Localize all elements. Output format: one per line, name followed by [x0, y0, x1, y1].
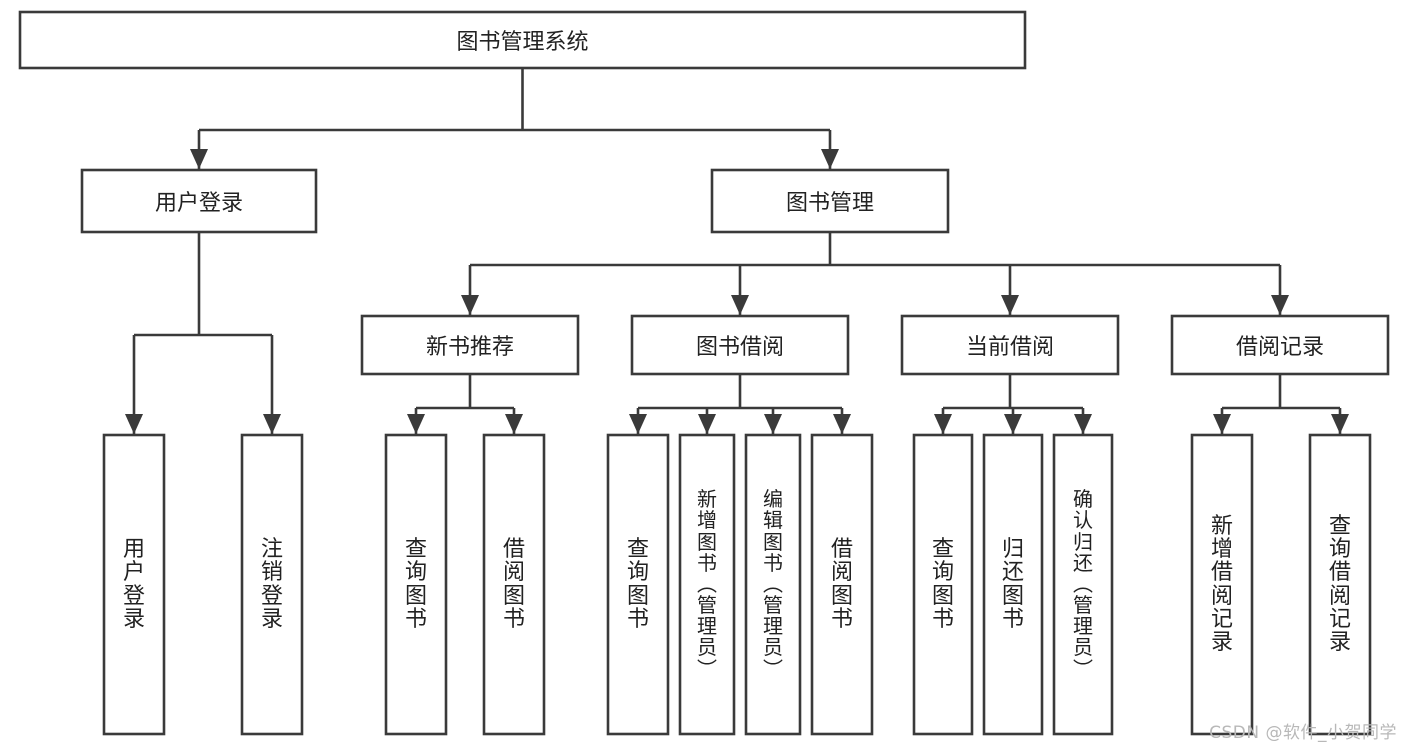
edge-arrowhead [698, 414, 716, 434]
edge-arrowhead [407, 414, 425, 434]
edge-arrowhead [629, 414, 647, 434]
node-box-leaf_confirm_return[interactable] [1052, 433, 1114, 736]
edge-arrowhead [731, 295, 749, 315]
node-box-leaf_edit_book[interactable] [744, 433, 802, 736]
node-box-current_borrow[interactable] [900, 314, 1120, 376]
edge-arrowhead [1001, 295, 1019, 315]
edge-arrowhead [1004, 414, 1022, 434]
edge-arrowhead [461, 295, 479, 315]
node-box-leaf_logout[interactable] [240, 433, 304, 736]
node-box-leaf_add_book[interactable] [678, 433, 736, 736]
edge-arrowhead [505, 414, 523, 434]
node-box-leaf_query_record[interactable] [1308, 433, 1372, 736]
node-box-leaf_query_book_3[interactable] [912, 433, 974, 736]
edge-arrowhead [821, 149, 839, 169]
edge-arrowhead [764, 414, 782, 434]
edge-arrowhead [125, 414, 143, 434]
edge-arrowhead [833, 414, 851, 434]
node-box-leaf_borrow_book_2[interactable] [810, 433, 874, 736]
node-box-book_manage[interactable] [710, 168, 950, 234]
node-box-leaf_add_record[interactable] [1190, 433, 1254, 736]
node-box-borrow_record[interactable] [1170, 314, 1390, 376]
edge-arrowhead [1271, 295, 1289, 315]
node-box-leaf_query_book_2[interactable] [606, 433, 670, 736]
node-box-book_borrow[interactable] [630, 314, 850, 376]
node-box-new_book_rec[interactable] [360, 314, 580, 376]
edge-arrowhead [1213, 414, 1231, 434]
node-box-leaf_borrow_book_1[interactable] [482, 433, 546, 736]
node-box-root[interactable] [18, 10, 1027, 70]
edge-arrowhead [934, 414, 952, 434]
edge-arrowhead [190, 149, 208, 169]
watermark-text: CSDN @软件_小贺同学 [1209, 723, 1397, 743]
edge-arrowhead [1074, 414, 1092, 434]
node-box-leaf_user_login[interactable] [102, 433, 166, 736]
edge-arrowhead [263, 414, 281, 434]
node-box-leaf_query_book_1[interactable] [384, 433, 448, 736]
node-box-leaf_return_book[interactable] [982, 433, 1044, 736]
node-box-user_login[interactable] [80, 168, 318, 234]
connector-layer [125, 68, 1349, 434]
edge-arrowhead [1331, 414, 1349, 434]
